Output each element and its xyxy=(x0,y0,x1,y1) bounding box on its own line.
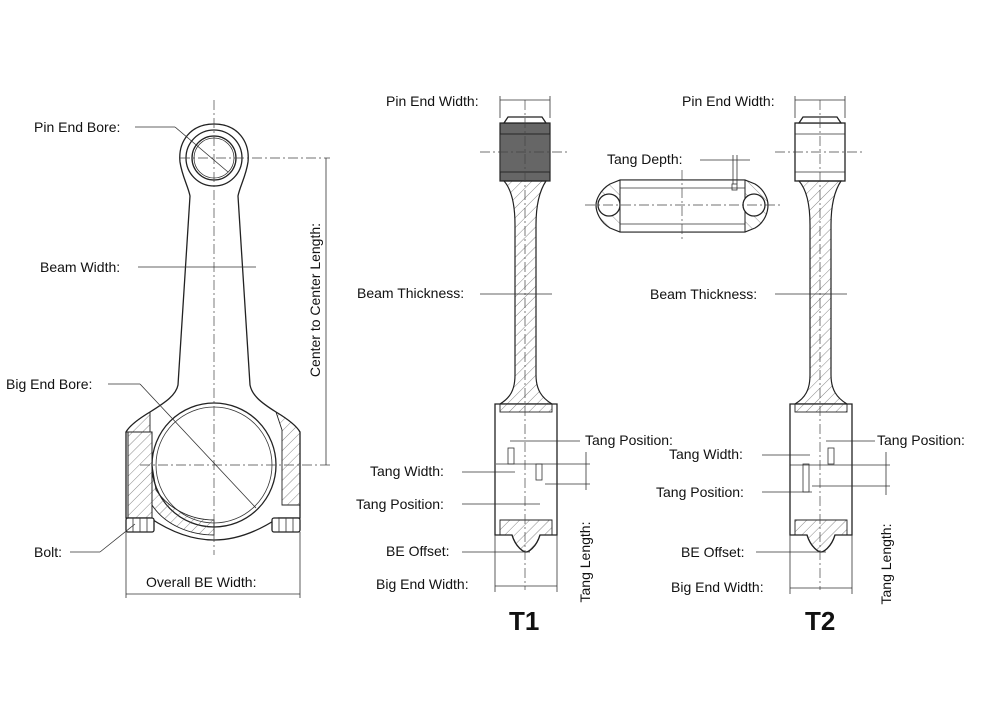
t1-tang-position-top-label: Tang Position: xyxy=(585,432,673,448)
t2-side-view xyxy=(756,96,890,594)
t2-title: T2 xyxy=(805,606,836,636)
t1-pin-end-width-label: Pin End Width: xyxy=(386,93,479,109)
beam-width-label: Beam Width: xyxy=(40,259,121,275)
bearing-shell-view xyxy=(585,155,780,240)
t1-beam-thickness-label: Beam Thickness: xyxy=(357,285,465,301)
t1-be-offset-label: BE Offset: xyxy=(386,543,450,559)
t1-tang-position-label: Tang Position: xyxy=(356,496,444,512)
t1-beam-section xyxy=(497,180,555,405)
t2-tang-position-top-label: Tang Position: xyxy=(877,432,965,448)
pin-end-bore-label: Pin End Bore: xyxy=(34,119,121,135)
overall-be-width-label: Overall BE Width: xyxy=(146,574,257,590)
tang-depth-label: Tang Depth: xyxy=(607,151,683,167)
bolt-head-left xyxy=(125,517,155,533)
t2-tang-position-label: Tang Position: xyxy=(656,484,744,500)
t2-beam-thickness-label: Beam Thickness: xyxy=(650,286,758,302)
bolt-section xyxy=(127,431,153,519)
center-to-center-length-label: Center to Center Length: xyxy=(307,222,323,378)
t2-pin-end-width-label: Pin End Width: xyxy=(682,93,775,109)
t1-big-end-width-label: Big End Width: xyxy=(376,576,469,592)
t2-beam-section xyxy=(792,180,850,405)
front-view xyxy=(70,100,330,598)
t2-be-offset-label: BE Offset: xyxy=(681,544,745,560)
t1-side-view xyxy=(462,96,590,592)
t1-tang-length-label: Tang Length: xyxy=(577,521,593,603)
t2-tang-length-label: Tang Length: xyxy=(878,523,894,605)
bolt-label: Bolt: xyxy=(34,544,63,560)
bolt-head-right xyxy=(271,517,301,533)
t2-tang-width-label: Tang Width: xyxy=(669,446,743,462)
t1-tang-width-label: Tang Width: xyxy=(370,463,444,479)
big-end-bore-label: Big End Bore: xyxy=(6,376,93,392)
t2-big-end-width-label: Big End Width: xyxy=(671,579,764,595)
t1-title: T1 xyxy=(509,606,540,636)
